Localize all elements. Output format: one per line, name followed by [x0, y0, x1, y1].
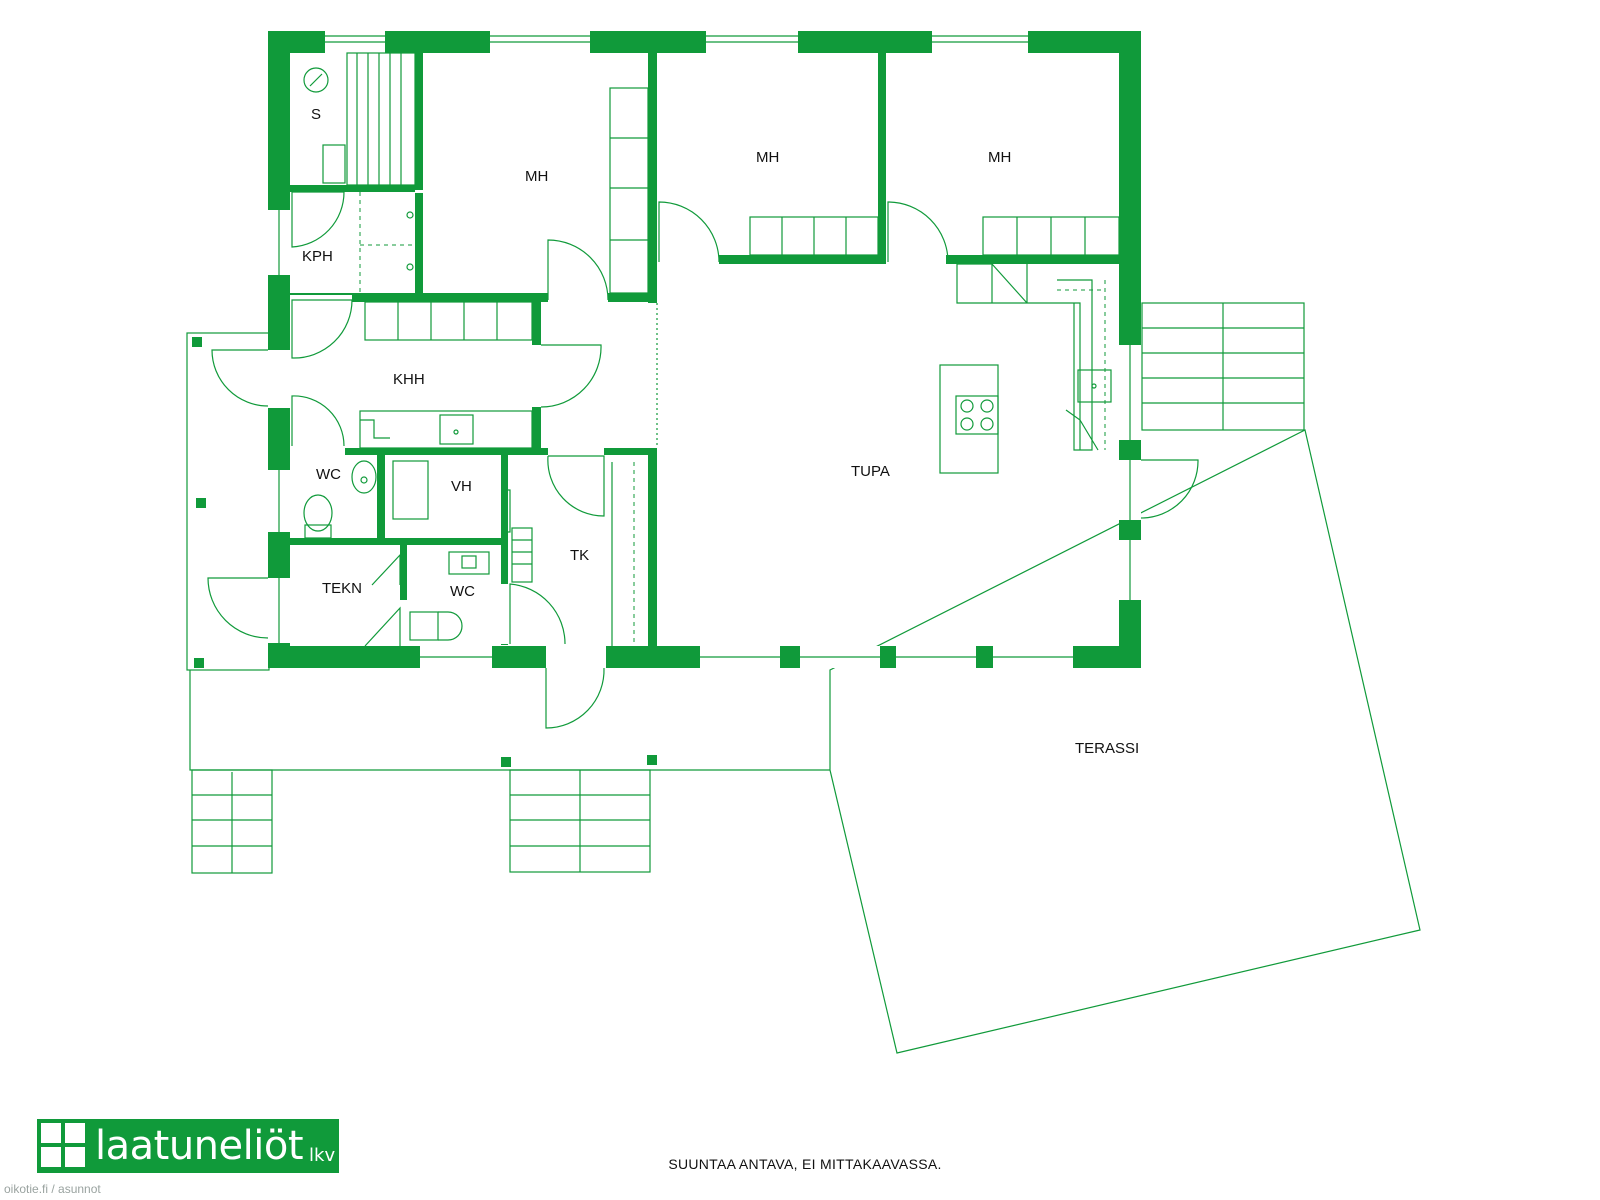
- room-label-terrace: TERASSI: [1075, 740, 1139, 757]
- door-swings: [207, 191, 1199, 729]
- wall-wc1-right: [377, 455, 385, 545]
- room-label-bath: KPH: [302, 248, 333, 265]
- wall-tk-right: [648, 448, 657, 648]
- scale-note: SUUNTAA ANTAVA, EI MITTAKAAVASSA.: [668, 1156, 942, 1172]
- steps-left: [191, 769, 273, 874]
- room-label-wc-2: WC: [450, 583, 475, 600]
- brand-name: laatuneliöt: [95, 1123, 304, 1169]
- wall-sauna-bottom: [290, 185, 415, 192]
- brand-logo: laatuneliöt lkv: [37, 1119, 339, 1173]
- wall-tekn-right: [400, 545, 407, 646]
- window-lines: [278, 35, 1131, 658]
- tekn-fixtures: [364, 553, 401, 647]
- wall-top: [268, 31, 1141, 53]
- windows: [268, 31, 1141, 668]
- left-porch-post-2: [196, 498, 206, 508]
- room-label-utility: KHH: [393, 371, 425, 388]
- steps-center: [509, 769, 651, 873]
- wc2-fixtures: [409, 551, 490, 641]
- watermark: oikotie.fi / asunnot: [4, 1182, 101, 1196]
- wall-vh-right: [501, 455, 508, 645]
- room-label-walkin: TK: [570, 547, 589, 564]
- room-label-living: TUPA: [851, 463, 890, 480]
- tk-shelves: [511, 462, 635, 646]
- logo-cross-icon: [41, 1123, 87, 1169]
- khh-cabinets: [359, 301, 533, 449]
- wc1-fixtures: [303, 460, 377, 539]
- kitchen-island: [939, 364, 999, 474]
- room-label-bedroom-1: MH: [525, 168, 548, 185]
- room-label-wc-1: WC: [316, 466, 341, 483]
- wall-bed1-right: [648, 53, 657, 303]
- room-label-bedroom-2: MH: [756, 149, 779, 166]
- steps-right: [1141, 302, 1305, 431]
- room-label-technical: TEKN: [322, 580, 362, 597]
- room-label-bedroom-3: MH: [988, 149, 1011, 166]
- porch-post-5: [647, 755, 657, 765]
- left-porch-post-3: [194, 658, 204, 668]
- wall-khh-bottom: [290, 448, 657, 455]
- wall-mid-horizontal: [290, 538, 508, 545]
- room-label-closet: VH: [451, 478, 472, 495]
- porch-outline: [189, 670, 830, 771]
- wardrobe-bed3: [982, 216, 1120, 256]
- terrace-outline: [829, 429, 1421, 1054]
- left-porch-post-1: [192, 337, 202, 347]
- room-label-sauna: S: [311, 106, 321, 123]
- porch-post-4: [501, 757, 511, 767]
- kitchen-cabinets: [956, 263, 1112, 451]
- brand-suffix: lkv: [309, 1144, 336, 1166]
- wardrobe-bed2: [749, 216, 879, 256]
- wall-bed2-right: [878, 53, 886, 263]
- bath-fixtures: [359, 192, 415, 293]
- wall-sauna-right: [415, 53, 423, 293]
- wall-left: [268, 31, 290, 668]
- wardrobe-bed1: [609, 87, 649, 294]
- vh-shelves: [392, 460, 511, 533]
- sauna-benches: [303, 52, 416, 186]
- wall-khh-top: [290, 293, 657, 302]
